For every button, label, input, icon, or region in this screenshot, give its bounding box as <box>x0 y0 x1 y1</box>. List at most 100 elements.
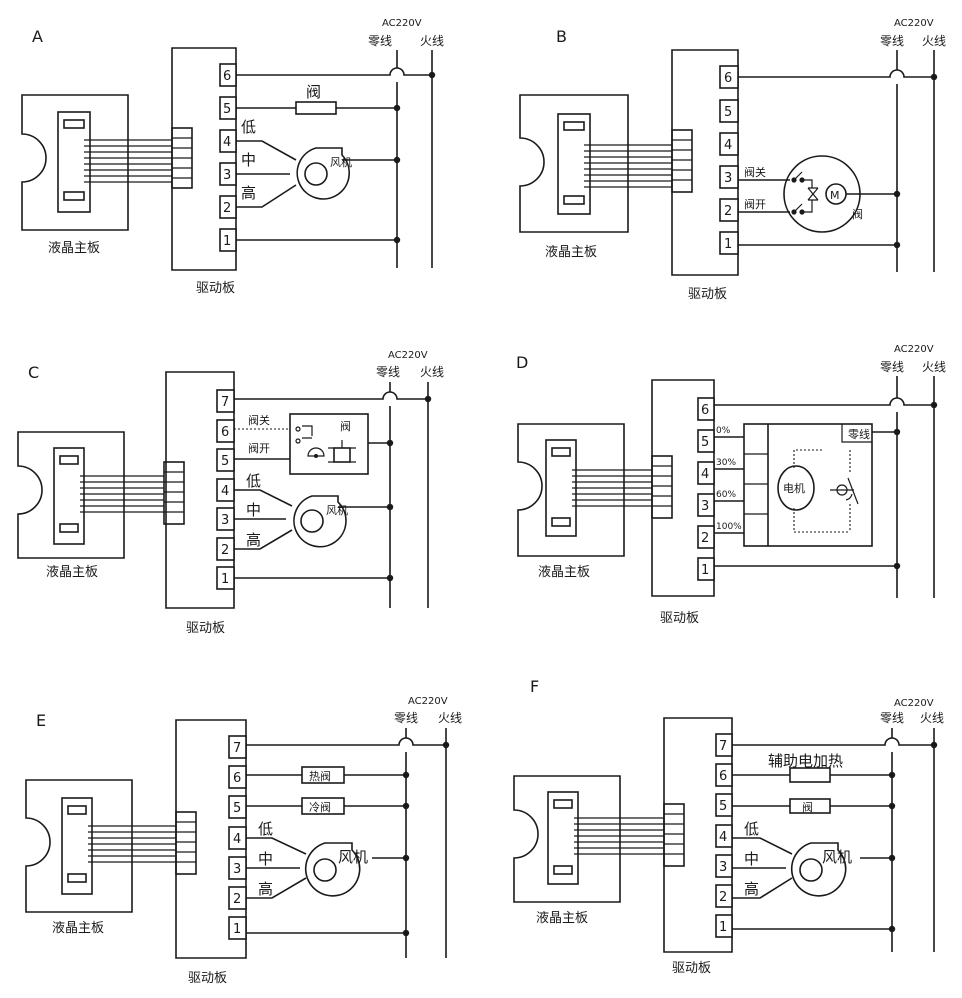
ribbon-cable <box>80 461 185 525</box>
valve-label: 阀 <box>852 207 863 221</box>
driver-board-label: 驱动板 <box>688 287 727 302</box>
panel-c: C 液晶主板 驱动板 7 6 5 4 3 2 1 <box>17 350 444 636</box>
valve-open-label: 阀开 <box>248 441 270 455</box>
terminal-3: 3 <box>223 168 231 183</box>
speed-mid-label: 中 <box>241 151 256 169</box>
speed-low-label: 低 <box>744 820 759 838</box>
fan-label: 风机 <box>326 503 348 517</box>
terminal-6: 6 <box>233 771 241 786</box>
speed-high-label: 高 <box>246 531 261 549</box>
terminal-6: 6 <box>724 71 732 86</box>
neutral-label: 零线 <box>880 711 904 725</box>
valve-close-label: 阀关 <box>248 413 270 427</box>
speed-high-label: 高 <box>258 880 273 898</box>
speed-high-label: 高 <box>744 880 759 898</box>
terminal-1: 1 <box>223 234 231 249</box>
fan-motor <box>293 495 347 548</box>
fan-label: 风机 <box>330 155 352 169</box>
terminal-2: 2 <box>233 892 241 907</box>
terminal-7: 7 <box>719 739 727 754</box>
power-label: AC220V <box>894 698 934 709</box>
terminal-2: 2 <box>223 201 231 216</box>
valve <box>789 798 831 814</box>
speed-percent-30: 30% <box>716 458 736 468</box>
power-label: AC220V <box>408 696 448 707</box>
valve-box <box>289 413 369 475</box>
panel-label: C <box>28 363 39 382</box>
cold-valve <box>301 797 345 815</box>
live-label: 火线 <box>420 365 444 379</box>
driver-board-label: 驱动板 <box>672 961 711 976</box>
live-label: 火线 <box>420 34 444 48</box>
terminal-7: 7 <box>233 741 241 756</box>
terminal-1: 1 <box>221 572 229 587</box>
speed-high-label: 高 <box>241 184 256 202</box>
speed-low-label: 低 <box>258 820 273 838</box>
fan-motor <box>296 147 350 200</box>
speed-low-label: 低 <box>241 118 256 136</box>
fan-label: 风机 <box>338 848 368 866</box>
lcd-board-label: 液晶主板 <box>52 921 104 936</box>
terminal-4: 4 <box>233 832 241 847</box>
terminal-3: 3 <box>233 862 241 877</box>
driver-board <box>671 49 739 276</box>
panel-label: F <box>530 677 539 696</box>
aux-heater <box>789 767 831 783</box>
motor-letter: M <box>830 189 840 202</box>
valve <box>295 101 337 115</box>
neutral-label: 零线 <box>368 34 392 48</box>
valve-label: 阀 <box>340 419 351 433</box>
driver-board <box>651 379 715 597</box>
driver-board-label: 驱动板 <box>188 971 227 986</box>
panel-f: F 液晶主板 驱动板 7 6 5 4 3 2 1 <box>513 677 944 976</box>
valve-label: 阀 <box>306 83 321 101</box>
terminal-4: 4 <box>223 135 231 150</box>
terminal-2: 2 <box>724 204 732 219</box>
lcd-board <box>519 94 629 233</box>
neutral-label: 零线 <box>880 34 904 48</box>
valve-label: 阀 <box>802 800 813 814</box>
terminal-7: 7 <box>221 395 229 410</box>
live-label: 火线 <box>438 711 462 725</box>
live-label: 火线 <box>922 34 946 48</box>
terminal-block: 6 5 4 3 2 1 <box>719 65 739 255</box>
lcd-board <box>25 779 133 913</box>
panel-b: B 液晶主板 驱动板 6 5 4 3 2 1 AC220V <box>519 18 946 302</box>
power-label: AC220V <box>388 350 428 361</box>
panel-label: D <box>516 353 528 372</box>
live-label: 火线 <box>920 711 944 725</box>
ribbon-cable <box>584 129 693 193</box>
speed-mid-label: 中 <box>744 850 759 868</box>
power-label: AC220V <box>894 344 934 355</box>
terminal-5: 5 <box>221 454 229 469</box>
panel-label: E <box>36 711 46 730</box>
driver-board <box>175 719 247 959</box>
terminal-5: 5 <box>719 799 727 814</box>
neutral-label: 零线 <box>394 711 418 725</box>
power-label: AC220V <box>894 18 934 29</box>
valve-open-label: 阀开 <box>744 197 766 211</box>
motor-label: 电机 <box>783 481 805 495</box>
terminal-3: 3 <box>719 860 727 875</box>
terminal-5: 5 <box>701 435 709 450</box>
driver-board-label: 驱动板 <box>186 621 225 636</box>
terminal-2: 2 <box>701 531 709 546</box>
driver-board <box>171 47 237 271</box>
speed-percent-60: 60% <box>716 490 736 500</box>
terminal-1: 1 <box>724 237 732 252</box>
driver-board <box>663 717 733 953</box>
panel-a: A 液晶主板 驱动板 6 5 4 3 2 1 <box>21 18 444 296</box>
neutral-label: 零线 <box>880 360 904 374</box>
neutral-label: 零线 <box>376 365 400 379</box>
speed-low-label: 低 <box>246 472 261 490</box>
motor-controller <box>743 423 873 547</box>
controller-neutral-label: 零线 <box>848 427 870 441</box>
fan-label: 风机 <box>822 848 852 866</box>
terminal-6: 6 <box>719 769 727 784</box>
fan-motor <box>790 842 847 897</box>
terminal-4: 4 <box>701 467 709 482</box>
lcd-board-label: 液晶主板 <box>536 911 588 926</box>
lcd-board-label: 液晶主板 <box>46 565 98 580</box>
panel-label: A <box>32 27 43 46</box>
driver-board-label: 驱动板 <box>660 611 699 626</box>
